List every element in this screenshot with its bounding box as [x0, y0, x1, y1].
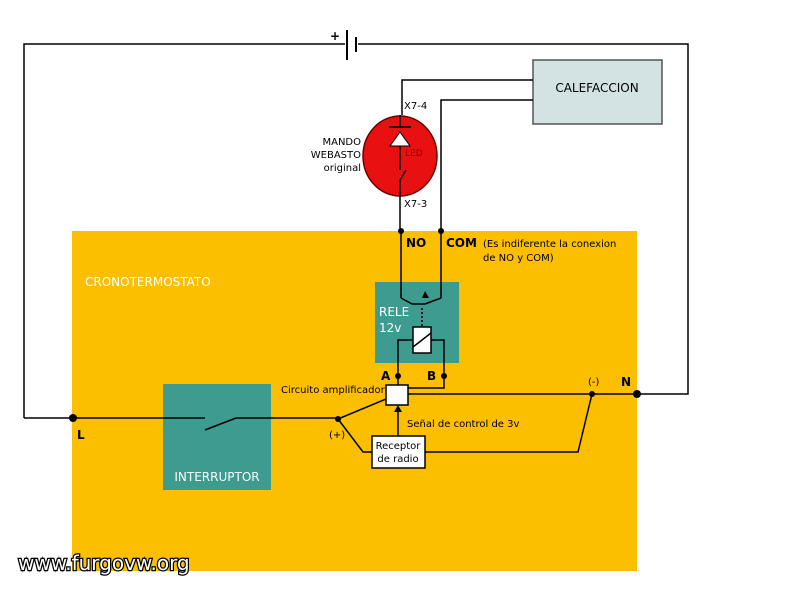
calefaccion-label: CALEFACCION: [555, 81, 638, 95]
rele-label-2: 12v: [379, 321, 401, 335]
led-label: LED: [405, 149, 423, 159]
note-line-1: (Es indiferente la conexion: [483, 239, 616, 250]
n-node-dot: [633, 390, 641, 398]
senal-label: Señal de control de 3v: [407, 419, 519, 430]
positive-label: (+): [329, 430, 345, 441]
mando-switch-icon: [399, 169, 407, 181]
note-line-2: de NO y COM): [483, 253, 554, 264]
positive-node-dot: [335, 416, 341, 422]
circuito-amplificador-box: [385, 384, 409, 406]
terminal-a-label: A: [381, 369, 391, 383]
mando-label-1: MANDO: [322, 137, 361, 148]
receptor-label-2: de radio: [377, 454, 418, 465]
circuito-amplificador-label: Circuito amplificador: [281, 385, 386, 396]
terminal-b-label: B: [427, 369, 436, 383]
wire-top-left: [23, 43, 345, 418]
watermark-text: www.furgovw.org: [18, 551, 190, 575]
wire-positive-to-amplifier: [337, 398, 387, 420]
relay-contact-left: [400, 297, 413, 305]
n-label: N: [621, 375, 631, 389]
wire-positive-to-receptor: [337, 418, 372, 453]
mando-label-2: WEBASTO: [311, 150, 361, 161]
negative-label: (-): [588, 377, 600, 388]
interruptor-switch-icon: [204, 417, 237, 431]
mando-label-3: original: [324, 163, 361, 174]
relay-contact-arrow: [422, 291, 429, 298]
wire-coil-to-b: [431, 339, 445, 376]
wire-top-right: [358, 43, 689, 395]
com-label: COM: [446, 236, 477, 250]
cronotermostato-label: CRONOTERMOSTATO: [85, 275, 211, 289]
receptor-label-1: Receptor: [376, 441, 422, 452]
l-label: L: [77, 428, 85, 442]
wire-receptor-to-negative: [425, 393, 593, 453]
no-label: NO: [406, 236, 426, 250]
interruptor-box: [163, 384, 271, 490]
wire-coil-to-a: [397, 339, 413, 376]
signal-arrow-icon: [394, 405, 402, 412]
calefaccion-box: [532, 59, 663, 125]
wire-calefaccion-to-led: [401, 79, 533, 115]
rele-label-1: RELE: [379, 305, 409, 319]
interruptor-label: INTERRUPTOR: [174, 470, 259, 484]
relay-contact-arm: [424, 297, 442, 305]
battery-plus-label: +: [330, 29, 340, 43]
relay-coil-diagonal: [412, 332, 432, 348]
wire-b-to-negative: [408, 376, 445, 389]
x7-3-label: X7-3: [404, 199, 427, 210]
x7-4-label: X7-4: [404, 101, 427, 112]
l-node-dot: [69, 414, 77, 422]
receptor-box: [371, 435, 426, 469]
wire-calefaccion-to-com: [440, 99, 533, 231]
